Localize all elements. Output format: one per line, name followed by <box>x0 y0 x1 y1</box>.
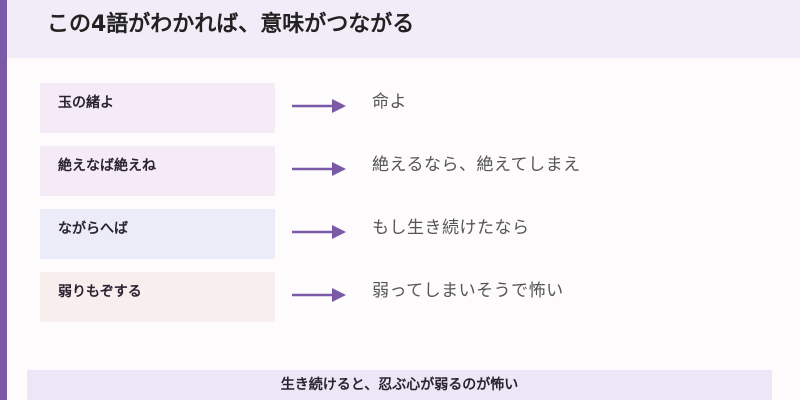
arrow-right-icon <box>292 288 346 302</box>
arrow-right-icon <box>292 225 346 239</box>
term-label: ながらへば <box>58 221 128 237</box>
term-row-4: 弱りもぞする 弱ってしまいそうで怖い <box>0 272 800 322</box>
summary-banner: 生き続けると、忍ぶ心が弱るのが怖い <box>27 370 772 400</box>
accent-bar <box>0 0 7 400</box>
term-label: 弱りもぞする <box>58 284 142 300</box>
term-row-3: ながらへば もし生き続けたなら <box>0 209 800 259</box>
term-row-2: 絶えなば絶えね 絶えるなら、絶えてしまえ <box>0 146 800 196</box>
meaning-text: もし生き続けたなら <box>372 218 530 238</box>
term-label: 玉の緒よ <box>58 95 114 111</box>
meaning-text: 弱ってしまいそうで怖い <box>372 281 564 301</box>
term-row-1: 玉の緒よ 命よ <box>0 83 800 133</box>
arrow-right-icon <box>292 99 346 113</box>
term-box: 玉の緒よ <box>40 83 275 133</box>
arrow-right-icon <box>292 162 346 176</box>
meaning-text: 命よ <box>372 92 407 112</box>
header: この4語がわかれば、意味がつながる <box>7 0 800 58</box>
term-box: 弱りもぞする <box>40 272 275 322</box>
meaning-text: 絶えるなら、絶えてしまえ <box>372 155 581 175</box>
term-box: 絶えなば絶えね <box>40 146 275 196</box>
term-box: ながらへば <box>40 209 275 259</box>
summary-text: 生き続けると、忍ぶ心が弱るのが怖い <box>280 377 519 393</box>
page-title: この4語がわかれば、意味がつながる <box>47 12 415 37</box>
term-label: 絶えなば絶えね <box>58 158 156 174</box>
